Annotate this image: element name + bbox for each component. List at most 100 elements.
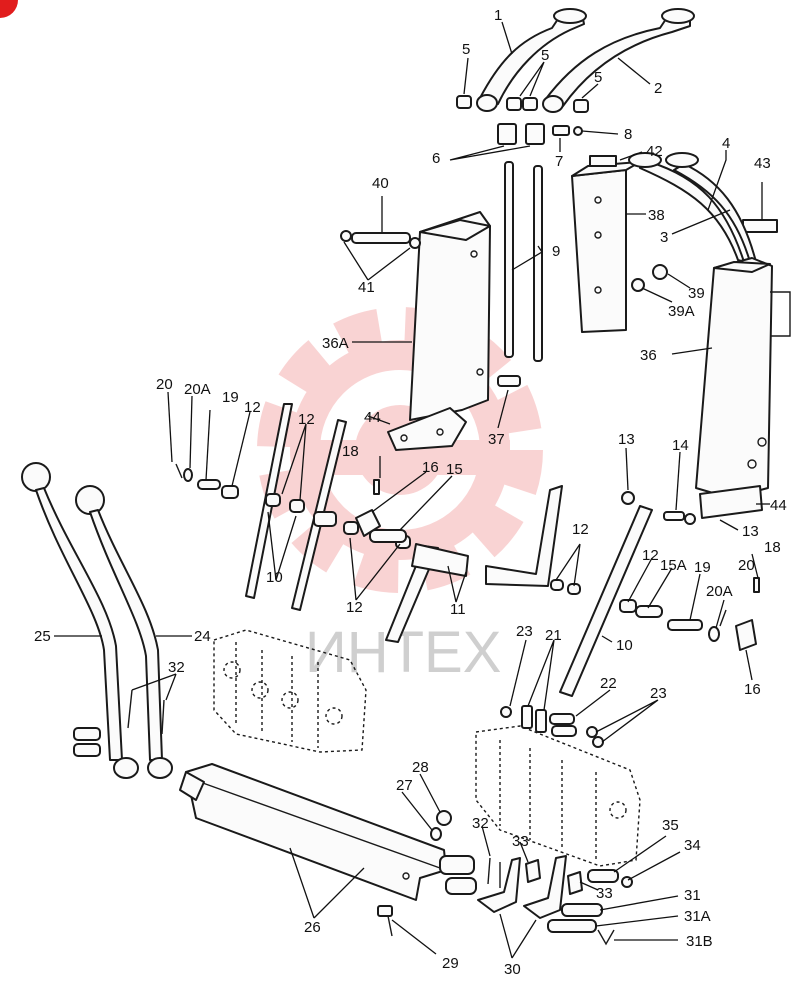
callout-5: 5	[462, 41, 470, 58]
hand-lever-25	[21, 462, 123, 761]
pins-15	[369, 529, 663, 618]
callout-31a: 31A	[684, 908, 711, 925]
callout-30: 30	[504, 961, 521, 978]
callout-3: 3	[660, 229, 668, 246]
callout-27: 27	[396, 777, 413, 794]
nut-28	[436, 810, 452, 826]
callout-10: 10	[266, 569, 283, 586]
callout-36: 36	[640, 347, 657, 364]
callout-12: 12	[642, 547, 659, 564]
callout-10: 10	[616, 637, 633, 654]
bolt-29	[377, 905, 393, 937]
callout-15: 15	[446, 461, 463, 478]
callout-20a: 20A	[706, 583, 733, 600]
leader-lines	[54, 21, 770, 959]
callout-37: 37	[488, 431, 505, 448]
housing-36	[695, 257, 791, 519]
corner-badge	[0, 0, 18, 18]
callout-1: 1	[494, 7, 502, 24]
callout-26: 26	[304, 919, 321, 936]
callout-44: 44	[770, 497, 787, 514]
callout-39a: 39A	[668, 303, 695, 320]
small-hardware-13-14-18-20	[175, 463, 760, 642]
valve-group-right	[475, 725, 641, 867]
callout-42: 42	[646, 143, 663, 160]
brackets-30	[477, 855, 567, 919]
bolt-39	[652, 264, 668, 280]
pin-40	[340, 230, 421, 249]
callout-7: 7	[555, 153, 563, 170]
callout-16: 16	[422, 459, 439, 476]
callout-12: 12	[346, 599, 363, 616]
plate-43	[742, 219, 778, 233]
link-10-right	[559, 505, 653, 697]
pin-7	[552, 125, 570, 136]
callout-41: 41	[358, 279, 375, 296]
housing-36a	[387, 211, 491, 451]
callout-32: 32	[168, 659, 185, 676]
clips-33	[525, 859, 583, 895]
bolt-37	[497, 375, 521, 387]
callout-12: 12	[572, 521, 589, 538]
callout-labels: 1 2 3 4 5 5 5 6 7 8 9 10 10 11 12 12 12 …	[34, 7, 787, 978]
brackets-16	[355, 509, 757, 651]
washer-27	[430, 827, 442, 841]
callout-23: 23	[516, 623, 533, 640]
callout-13: 13	[618, 431, 635, 448]
callout-23: 23	[650, 685, 667, 702]
callout-13: 13	[742, 523, 759, 540]
callout-31: 31	[684, 887, 701, 904]
callout-19: 19	[694, 559, 711, 576]
collars-lower	[73, 727, 173, 779]
callout-20: 20	[738, 557, 755, 574]
pins-19	[197, 479, 703, 631]
plate-38	[571, 161, 641, 333]
callout-25: 25	[34, 628, 51, 645]
nut-39a	[631, 278, 645, 292]
callout-36a: 36A	[322, 335, 349, 352]
callout-32: 32	[472, 815, 489, 832]
callout-38: 38	[648, 207, 665, 224]
clevis-6	[497, 123, 545, 145]
callout-12: 12	[298, 411, 315, 428]
plate-42	[589, 155, 617, 167]
callout-15a: 15A	[660, 557, 687, 574]
callout-39: 39	[688, 285, 705, 302]
lever-2	[542, 8, 695, 113]
callout-9: 9	[552, 243, 560, 260]
callout-8: 8	[624, 126, 632, 143]
callout-33: 33	[512, 833, 529, 850]
rod-9	[504, 161, 543, 362]
callout-2: 2	[654, 80, 662, 97]
valve-group-left	[213, 629, 367, 753]
clip-8	[573, 126, 583, 136]
pins-31	[547, 903, 615, 946]
callout-18: 18	[342, 443, 359, 460]
callout-4: 4	[722, 135, 730, 152]
callout-12: 12	[244, 399, 261, 416]
callout-21: 21	[545, 627, 562, 644]
callout-6: 6	[432, 150, 440, 167]
callout-20: 20	[156, 376, 173, 393]
callout-14: 14	[672, 437, 689, 454]
valve-hardware-21-22-23	[500, 705, 604, 748]
callout-5: 5	[541, 47, 549, 64]
callout-34: 34	[684, 837, 701, 854]
callout-16: 16	[744, 681, 761, 698]
callout-44: 44	[364, 409, 381, 426]
pins-32-left	[127, 689, 165, 735]
bracket-26	[179, 763, 477, 901]
lever-11	[385, 485, 563, 643]
pin-35	[587, 869, 619, 883]
callout-18: 18	[764, 539, 781, 556]
callout-11: 11	[450, 601, 466, 618]
bushing-5	[456, 95, 589, 113]
callout-28: 28	[412, 759, 429, 776]
callout-43: 43	[754, 155, 771, 172]
callout-40: 40	[372, 175, 389, 192]
callout-19: 19	[222, 389, 239, 406]
callout-33: 33	[596, 885, 613, 902]
pins-32-right	[487, 857, 501, 888]
